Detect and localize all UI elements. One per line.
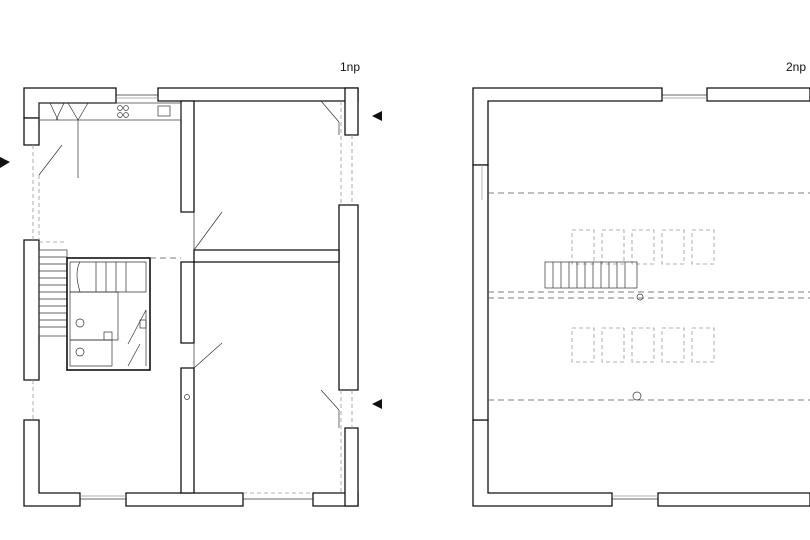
wall-bottom-mid (125, 492, 244, 507)
wall-interior-vertical-upper (180, 100, 195, 213)
wall-2np-top-left (472, 87, 663, 166)
wall-interior-vertical-bottom (180, 367, 195, 494)
wall-interior-vertical-lower (180, 261, 195, 344)
skylights-row-2 (571, 327, 715, 363)
wall-2np-left-mid (472, 164, 489, 421)
stove-burner-1 (117, 105, 123, 111)
entrance-door-left (38, 120, 79, 178)
stairs-1np (38, 249, 68, 337)
entrance-arrow-right-bottom (372, 399, 382, 409)
column-detail (184, 394, 190, 400)
kitchen-counter (38, 102, 182, 121)
wall-right-lower (344, 427, 359, 507)
plan-label-1np: 1np (340, 60, 361, 74)
entrance-arrow-left (0, 157, 10, 168)
wall-interior-horizontal (193, 249, 340, 263)
wall-2np-bottom-right (657, 492, 810, 507)
kitchen-sink (157, 105, 171, 117)
cabinet-doors (49, 102, 89, 121)
stove-burner-3 (117, 112, 123, 118)
wall-left-upper (23, 117, 40, 146)
stove-burner-4 (123, 112, 129, 118)
wall-left-mid (23, 239, 40, 381)
entrance-arrow-right-top (372, 111, 382, 121)
stairs-2np (544, 261, 638, 289)
wall-2np-top-right (706, 87, 810, 102)
stove-burner-2 (123, 105, 129, 111)
wall-right-mid (338, 204, 359, 391)
wall-right-top (344, 87, 359, 136)
wall-2np-left-lower (472, 419, 613, 507)
wall-left-lower (23, 419, 81, 507)
door-room-lower (193, 342, 223, 369)
plan-2np (472, 87, 810, 507)
door-right-bottom (320, 389, 340, 428)
door-right-top (320, 100, 340, 135)
chimney-large (632, 391, 642, 401)
wall-top-mid (157, 87, 359, 102)
door-room-upper (193, 211, 223, 251)
bathroom-block (66, 257, 151, 371)
plan-1np (0, 87, 382, 507)
plan-label-2np: 2np (786, 60, 807, 74)
chimney-small (636, 293, 644, 301)
skylights-row-1 (571, 229, 715, 265)
